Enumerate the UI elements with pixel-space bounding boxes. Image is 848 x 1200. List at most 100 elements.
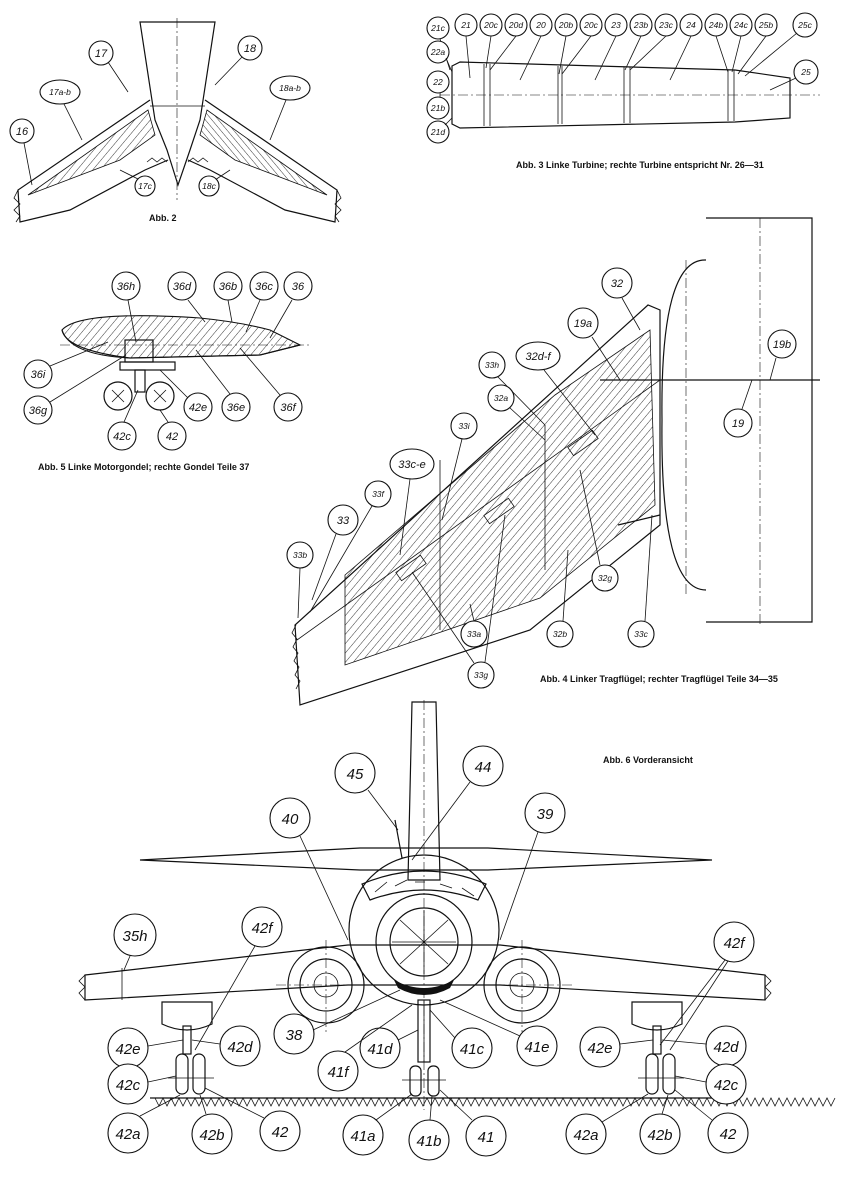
fig3-label-24b: 24b [704, 13, 729, 73]
svg-text:41a: 41a [350, 1128, 375, 1145]
svg-text:36d: 36d [173, 281, 192, 293]
svg-text:32b: 32b [553, 629, 567, 639]
fig3-label-20b: 20b [554, 13, 578, 75]
fig2-label-17c: 17c [119, 169, 156, 197]
svg-text:41d: 41d [367, 1041, 393, 1058]
fig6-label-42-left: 42 [204, 1087, 301, 1152]
fig5-label-36b: 36b [213, 271, 243, 323]
fig6-label-41b: 41b [408, 1095, 450, 1161]
fig6-label-39: 39 [499, 792, 566, 941]
fig4-label-19b: 19b [767, 329, 797, 381]
svg-text:39: 39 [537, 806, 554, 823]
svg-text:33: 33 [337, 515, 350, 527]
fig6-label-35h: 35h [113, 913, 157, 971]
svg-text:42d: 42d [713, 1039, 739, 1056]
fig6-label-42b-left: 42b [191, 1094, 233, 1155]
fig2-label-17a-b: 17a-b [39, 79, 83, 141]
svg-text:42: 42 [166, 431, 178, 443]
fig6-label-41: 41 [439, 1089, 507, 1157]
svg-text:41f: 41f [328, 1064, 351, 1081]
svg-text:44: 44 [475, 759, 492, 776]
fig3-label-20c-b: 20c [561, 13, 603, 75]
fig4-label-33a: 33a [460, 603, 488, 648]
fig5-caption: Abb. 5 Linke Motorgondel; rechte Gondel … [38, 462, 249, 472]
fig3-label-23c: 23c [629, 13, 678, 71]
fig4-label-33i: 33i [441, 412, 478, 521]
fig4-label-33g: 33g [411, 514, 506, 689]
fig2-label-18c: 18c [198, 169, 231, 197]
svg-text:25c: 25c [797, 20, 812, 30]
fig2-label-18a-b: 18a-b [269, 75, 311, 141]
svg-text:42e: 42e [115, 1041, 140, 1058]
fig6-label-38: 38 [273, 989, 401, 1055]
fig6-label-42e-left: 42e [107, 1027, 184, 1069]
fig4-label-33h: 33h [478, 351, 546, 426]
fig5-label-36: 36 [269, 271, 313, 339]
fig2-label-16: 16 [9, 118, 35, 186]
svg-text:40: 40 [282, 811, 299, 828]
svg-text:42b: 42b [647, 1127, 672, 1144]
svg-text:24: 24 [685, 20, 696, 30]
fig3-label-23b: 23b [624, 13, 653, 71]
fig3-label-20: 20 [519, 13, 553, 81]
svg-text:41: 41 [478, 1129, 495, 1146]
svg-text:42: 42 [720, 1126, 737, 1143]
svg-text:42c: 42c [113, 431, 131, 443]
svg-text:36b: 36b [219, 281, 237, 293]
svg-text:21c: 21c [430, 23, 445, 33]
svg-text:42c: 42c [116, 1077, 141, 1094]
svg-text:41e: 41e [524, 1039, 549, 1056]
fig5-label-36i: 36i [23, 341, 109, 389]
svg-text:42f: 42f [724, 935, 747, 952]
svg-text:32: 32 [611, 278, 623, 290]
svg-text:32g: 32g [598, 573, 612, 583]
fig3-turbine: Abb. 3 Linke Turbine; rechte Turbine ent… [426, 12, 820, 170]
fig3-label-24c: 24c [729, 13, 753, 73]
fig3-label-22: 22 [426, 70, 450, 94]
svg-text:21d: 21d [430, 127, 445, 137]
svg-text:42a: 42a [115, 1126, 140, 1143]
fig3-label-25b: 25b [737, 13, 778, 75]
fig5-label-36f: 36f [239, 347, 303, 422]
svg-text:17a-b: 17a-b [49, 87, 71, 97]
svg-text:22: 22 [432, 77, 443, 87]
fig4-label-33b: 33b [286, 541, 314, 619]
svg-text:18a-b: 18a-b [279, 83, 301, 93]
fig5-label-42: 42 [157, 409, 187, 451]
fig6-label-41a: 41a [342, 1093, 413, 1156]
fig2-caption: Abb. 2 [149, 213, 177, 223]
svg-text:33c: 33c [634, 629, 648, 639]
svg-text:36c: 36c [255, 281, 273, 293]
svg-text:38: 38 [286, 1027, 303, 1044]
fig3-label-25: 25 [769, 59, 819, 91]
svg-text:36: 36 [292, 281, 305, 293]
fig4-caption: Abb. 4 Linker Tragflügel; rechter Tragfl… [540, 674, 778, 684]
svg-text:17c: 17c [138, 181, 152, 191]
svg-text:20b: 20b [558, 20, 573, 30]
svg-text:41b: 41b [416, 1133, 441, 1150]
fig6-label-41e: 41e [439, 999, 558, 1067]
fig5-nacelle: Abb. 5 Linke Motorgondel; rechte Gondel … [23, 271, 313, 472]
fig3-label-25c: 25c [744, 12, 818, 77]
fig3-label-20d: 20d [489, 13, 528, 71]
svg-text:20: 20 [535, 20, 546, 30]
svg-text:19a: 19a [574, 318, 592, 330]
fig4-label-32: 32 [601, 267, 641, 331]
svg-text:23c: 23c [658, 20, 673, 30]
fig4-label-33c: 33c [627, 514, 655, 648]
svg-text:36i: 36i [31, 369, 46, 381]
fig5-label-36e: 36e [195, 349, 251, 422]
svg-text:36f: 36f [280, 402, 296, 414]
svg-text:42b: 42b [199, 1127, 224, 1144]
svg-text:25: 25 [800, 67, 811, 77]
fig6-caption: Abb. 6 Vorderansicht [603, 755, 693, 765]
fig6-label-42a-right: 42a [565, 1093, 649, 1155]
fig4-label-33c-e: 33c-e [389, 448, 435, 556]
svg-text:19b: 19b [773, 339, 791, 351]
svg-text:23b: 23b [633, 20, 648, 30]
svg-text:41c: 41c [460, 1041, 485, 1058]
fig5-label-36d: 36d [167, 271, 206, 323]
svg-text:16: 16 [16, 126, 29, 138]
fig3-caption: Abb. 3 Linke Turbine; rechte Turbine ent… [516, 160, 764, 170]
fig2-wing-plan: Abb. 2 17 18 17a-b 18a-b 16 17c 18c [9, 18, 342, 223]
